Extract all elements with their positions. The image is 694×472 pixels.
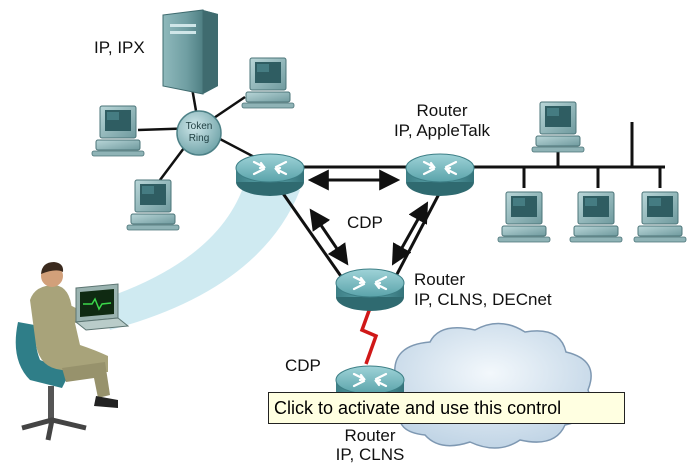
router-icon	[404, 152, 476, 198]
router-bottom-name: Router	[344, 426, 396, 445]
router-bottom-protocols: IP, CLNS	[335, 445, 405, 464]
router-right-name: Router	[416, 101, 468, 120]
pc-icon	[633, 191, 687, 243]
token-ring-label-line2: Ring	[188, 133, 210, 144]
console-beam	[100, 182, 300, 330]
router-right-protocols: IP, AppleTalk	[393, 121, 491, 140]
token-ring-label-line1: Token	[185, 121, 213, 132]
cdp-bottom-label: CDP	[285, 356, 321, 375]
pc-icon	[569, 191, 623, 243]
server-label: IP, IPX	[94, 38, 145, 57]
pc-icon	[241, 57, 295, 109]
cdp-center-label: CDP	[347, 213, 383, 232]
server-icon	[162, 9, 218, 95]
router-icon	[334, 267, 406, 313]
technician-icon	[15, 262, 118, 441]
pc-icon	[91, 105, 145, 157]
token-ring-icon	[176, 110, 222, 156]
ethernet-bus	[300, 122, 665, 188]
activate-control-tooltip[interactable]: Click to activate and use this control	[268, 392, 625, 424]
cdp-arrows	[307, 169, 429, 266]
serial-link	[359, 307, 379, 365]
pc-icon	[126, 179, 180, 231]
laptop-icon	[74, 283, 130, 331]
pc-icon	[531, 101, 585, 153]
router-icon	[234, 152, 306, 198]
router-center-protocols: IP, CLNS, DECnet	[414, 290, 552, 309]
router-links	[280, 191, 442, 283]
pc-icon	[497, 191, 551, 243]
router-center-name: Router	[414, 270, 466, 289]
